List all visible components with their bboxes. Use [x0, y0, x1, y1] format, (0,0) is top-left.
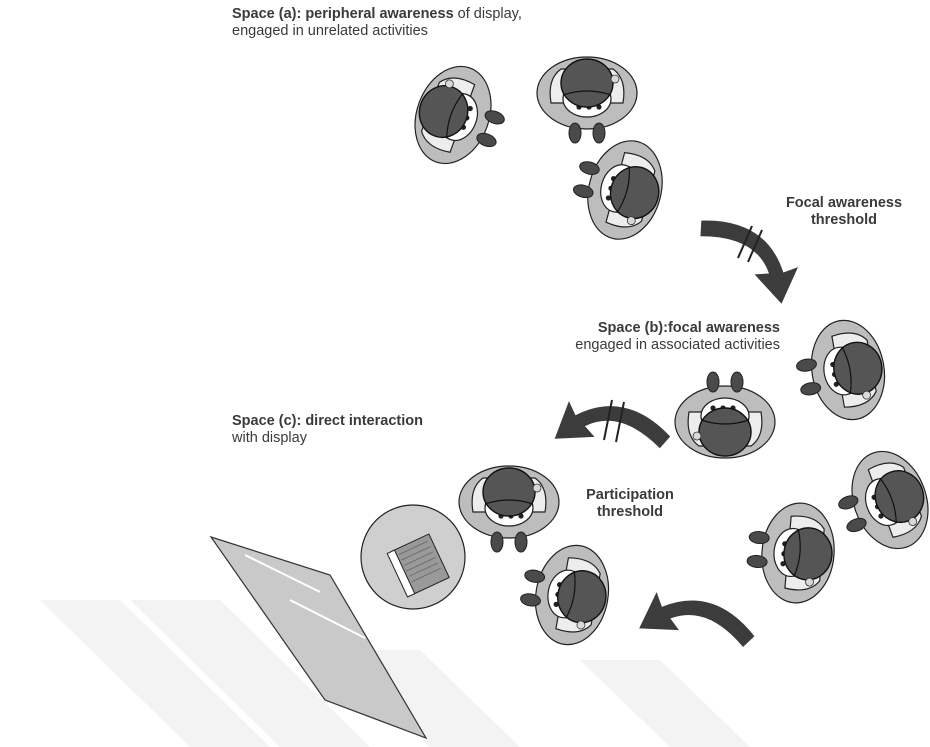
person-b3-icon [826, 441, 930, 564]
person-b1-icon [790, 315, 892, 428]
person-a3-icon [564, 129, 673, 248]
focal-threshold-label: Focal awareness threshold [758, 195, 930, 229]
participation-threshold-label: Participation threshold [560, 487, 700, 521]
participation-threshold-arrow-icon [555, 392, 675, 467]
space-b-title: Space (b):focal awareness [500, 320, 780, 337]
person-a1-icon [402, 56, 517, 179]
space-a-subtitle: engaged in unrelated activities [232, 23, 522, 40]
focal-threshold-line2: threshold [758, 212, 930, 229]
space-a-label: Space (a): peripheral awareness of displ… [232, 6, 522, 40]
person-a2-icon [537, 57, 637, 143]
person-b4-icon [744, 499, 838, 606]
participation-threshold-line1: Participation [560, 487, 700, 504]
space-c-subtitle: with display [232, 430, 423, 447]
space-b-label: Space (b):focal awareness engaged in ass… [500, 320, 780, 354]
space-c-title: Space (c): direct interaction [232, 413, 423, 430]
person-b2-icon [675, 372, 775, 458]
table-with-laptop-icon [361, 505, 465, 609]
space-c-label: Space (c): direct interaction with displ… [232, 413, 423, 447]
person-c1-icon [459, 466, 559, 552]
space-a-title-rest: of display, [454, 6, 522, 22]
participation-threshold-line2: threshold [560, 504, 700, 521]
space-a-title: Space (a): peripheral awareness [232, 6, 454, 22]
person-c2-icon [514, 537, 616, 650]
space-b-subtitle: engaged in associated activities [500, 337, 780, 354]
bottom-arrow-icon [639, 583, 760, 666]
focal-threshold-line1: Focal awareness [758, 195, 930, 212]
